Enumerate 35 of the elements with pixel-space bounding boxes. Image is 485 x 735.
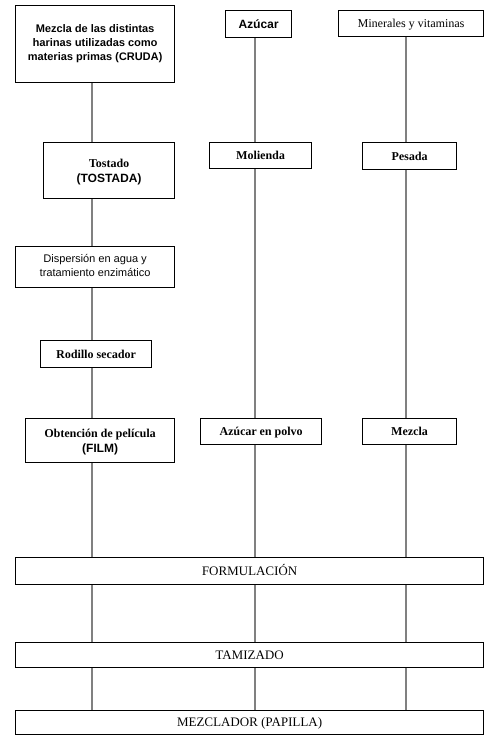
step-text: Molienda — [236, 148, 285, 163]
step-text: Mezcla — [391, 424, 428, 439]
process-box — [225, 10, 292, 38]
step-text: Mezcla de las distintas harinas utilizadas como materias primas (CRUDA) — [26, 23, 164, 65]
process-box — [40, 340, 152, 368]
step-text: Rodillo secador — [56, 346, 136, 362]
process-box — [338, 10, 484, 37]
step-text: Azúcar — [238, 16, 278, 32]
connector-line — [254, 444, 256, 558]
connector-line — [254, 584, 256, 642]
process-box — [209, 142, 312, 169]
step-text: Azúcar en polvo — [219, 424, 303, 439]
process-box — [15, 642, 484, 668]
step-text: Minerales y vitaminas — [358, 16, 464, 31]
step-text: Pesada — [392, 148, 428, 164]
process-box — [362, 418, 457, 445]
connector-line — [254, 168, 256, 418]
process-box — [15, 557, 484, 585]
step-text: Obtención de película — [44, 426, 156, 440]
step-text: MEZCLADOR (PAPILLA) — [176, 714, 322, 731]
process-box — [15, 710, 484, 735]
step-text: (FILM) — [82, 440, 118, 456]
process-box — [25, 418, 175, 463]
step-text: (TOSTADA) — [76, 170, 142, 186]
process-box — [15, 246, 175, 288]
step-text: Dispersión en agua y tratamiento enzimático — [38, 253, 152, 281]
step-text: FORMULACIÓN — [202, 562, 298, 580]
process-box — [362, 142, 457, 170]
process-box — [200, 418, 322, 445]
step-text: Tostado — [88, 156, 130, 170]
process-box — [43, 142, 175, 199]
step-text: TAMIZADO — [215, 646, 284, 664]
process-box — [15, 5, 175, 83]
connector-line — [254, 38, 256, 142]
connector-line — [254, 668, 256, 710]
